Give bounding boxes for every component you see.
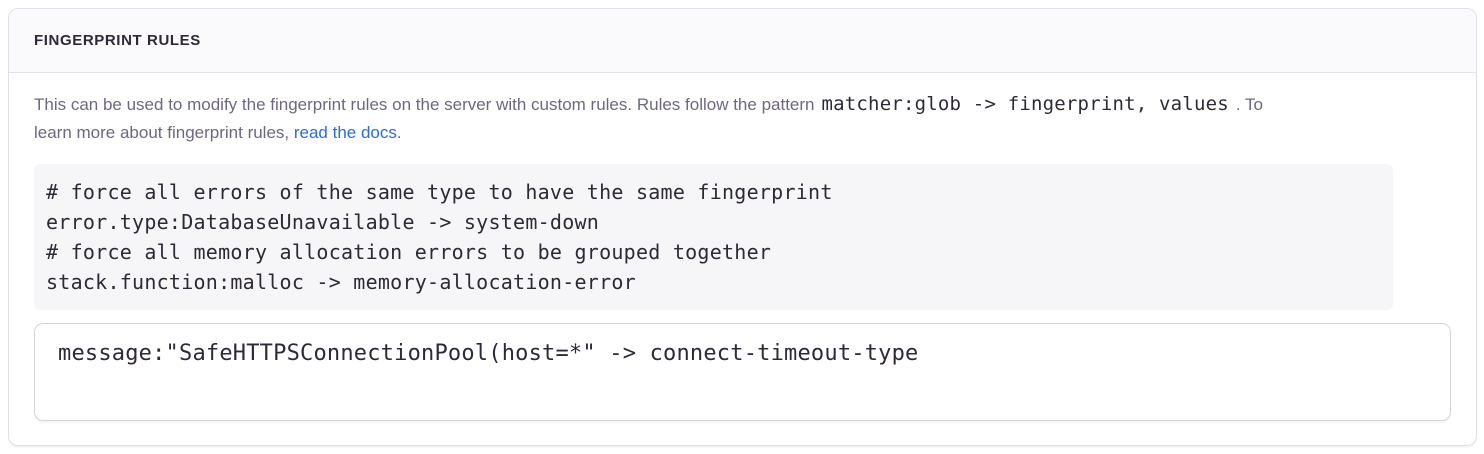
description-line-2: learn more about fingerprint rules, read… (34, 119, 1451, 147)
pattern-inline-code: matcher:glob -> fingerprint, values (821, 93, 1229, 115)
description-text-after-code: . To (1235, 95, 1263, 114)
panel-title: FINGERPRINT RULES (34, 32, 201, 49)
fingerprint-rules-panel: FINGERPRINT RULES This can be used to mo… (8, 8, 1477, 446)
fingerprint-rules-input[interactable]: message:"SafeHTTPSConnectionPool(host=*"… (34, 323, 1451, 421)
panel-description: This can be used to modify the fingerpri… (34, 91, 1451, 147)
description-period: . (396, 123, 402, 142)
description-line-1: This can be used to modify the fingerpri… (34, 91, 1451, 119)
description-text-line2: learn more about fingerprint rules, (34, 123, 294, 142)
read-the-docs-link[interactable]: read the docs (293, 123, 397, 142)
panel-body: This can be used to modify the fingerpri… (9, 73, 1476, 445)
description-text-before-code: This can be used to modify the fingerpri… (34, 95, 815, 114)
example-code-block: # force all errors of the same type to h… (34, 164, 1393, 310)
panel-header: FINGERPRINT RULES (9, 9, 1476, 73)
